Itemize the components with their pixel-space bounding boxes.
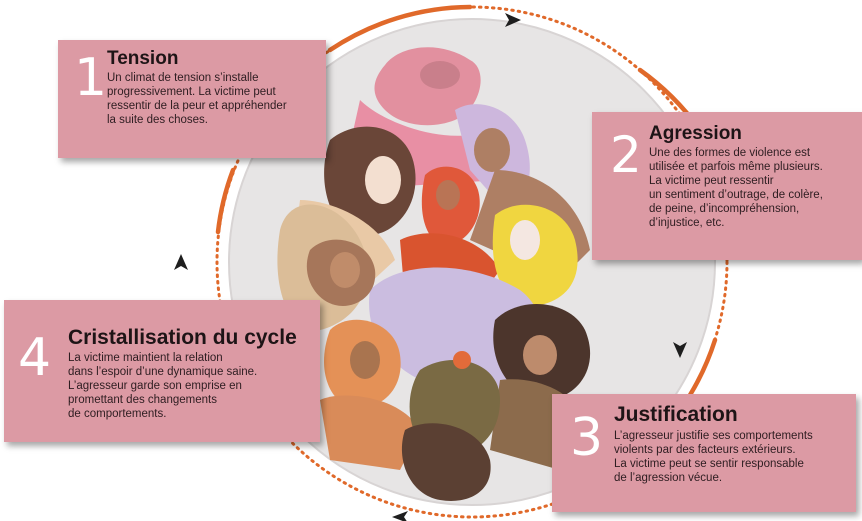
women-illustration	[277, 47, 591, 501]
step-3-card: 3 Justification L’agresseur justifie ses…	[552, 394, 856, 512]
step-2-number: 2	[610, 126, 642, 184]
step-4-card: 4 Cristallisation du cycle La victime ma…	[4, 300, 320, 442]
step-4-number: 4	[18, 328, 52, 388]
step-1-number: 1	[74, 48, 108, 108]
step-2-title: Agression	[649, 123, 742, 144]
step-4-title: Cristallisation du cycle	[68, 326, 297, 349]
step-1-card: 1 Tension Un climat de tension s’install…	[58, 40, 326, 158]
step-4-text: La victime maintient la relation dans l’…	[68, 352, 258, 420]
step-3-title: Justification	[614, 403, 738, 426]
step-2-card: 2 Agression Une des formes de violence e…	[592, 112, 862, 260]
cycle-arc-right-lower	[687, 337, 718, 398]
step-1-text: Un climat de tension s’installe progress…	[107, 72, 287, 126]
step-2-text: Une des formes de violence est utilisée …	[649, 147, 823, 229]
step-3-text: L’agresseur justifie ses comportements v…	[614, 430, 813, 484]
cycle-arc-top	[327, 4, 473, 53]
arrow-up-icon	[174, 254, 188, 270]
arrow-down-icon	[673, 342, 687, 358]
step-3-number: 3	[570, 408, 604, 468]
step-1-title: Tension	[107, 48, 179, 69]
arrow-left-icon	[392, 511, 408, 521]
arrow-right-icon	[505, 13, 521, 27]
cycle-arc-left	[215, 167, 236, 235]
